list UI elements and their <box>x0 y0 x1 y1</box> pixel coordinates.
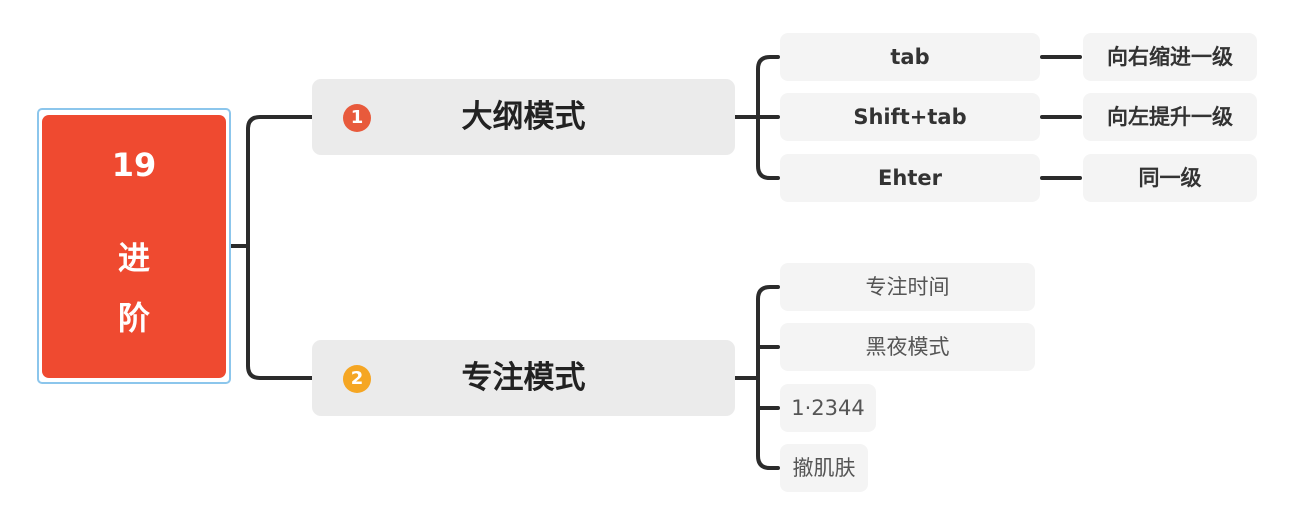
node-shift-tab-detail[interactable]: 向左提升一级 <box>1083 93 1257 141</box>
node-1-2344[interactable]: 1·2344 <box>780 384 876 432</box>
node-tab-detail[interactable]: 向右缩进一级 <box>1083 33 1257 81</box>
root-to-branch-1-connector <box>246 115 314 380</box>
branch-focus-mode-label: 专注模式 <box>461 360 586 396</box>
root-char-1: 进 <box>117 239 150 277</box>
node-skin[interactable]: 撤肌肤 <box>780 444 868 492</box>
branch-2-children-connector <box>756 285 780 470</box>
root-number: 19 <box>111 146 157 184</box>
badge-2: 2 <box>343 365 371 393</box>
root-node[interactable]: 19 进 阶 <box>42 115 226 378</box>
node-enter-detail[interactable]: 同一级 <box>1083 154 1257 202</box>
node-tab[interactable]: tab <box>780 33 1040 81</box>
node-shift-tab[interactable]: Shift+tab <box>780 93 1040 141</box>
badge-1: 1 <box>343 104 371 132</box>
branch-1-children-connector <box>756 55 780 180</box>
branch-focus-mode[interactable]: 2 专注模式 <box>312 340 735 416</box>
node-focus-time[interactable]: 专注时间 <box>780 263 1035 311</box>
node-enter[interactable]: Ehter <box>780 154 1040 202</box>
root-char-2: 阶 <box>117 299 150 337</box>
branch-outline-mode-label: 大纲模式 <box>461 99 586 135</box>
branch-outline-mode[interactable]: 1 大纲模式 <box>312 79 735 155</box>
node-dark-mode[interactable]: 黑夜模式 <box>780 323 1035 371</box>
